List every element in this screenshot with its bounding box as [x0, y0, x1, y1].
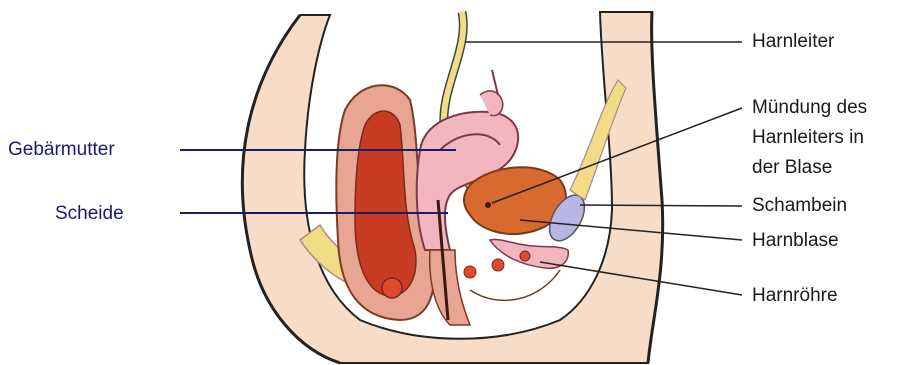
label-ureter-opening-1: Mündung des: [752, 96, 867, 120]
label-ureter: Harnleiter: [752, 30, 834, 54]
label-uterus: Gebärmutter: [8, 138, 115, 162]
urethra-region: [464, 240, 568, 301]
label-urethra: Harnröhre: [752, 284, 838, 308]
leader-line-pubic-bone: [580, 205, 742, 206]
label-bladder: Harnblase: [752, 229, 839, 253]
label-ureter-opening-2: Harnleiters in: [752, 126, 864, 150]
label-pubic-bone: Schambein: [752, 194, 847, 218]
label-ureter-opening-3: der Blase: [752, 156, 832, 180]
label-vagina: Scheide: [55, 202, 124, 226]
